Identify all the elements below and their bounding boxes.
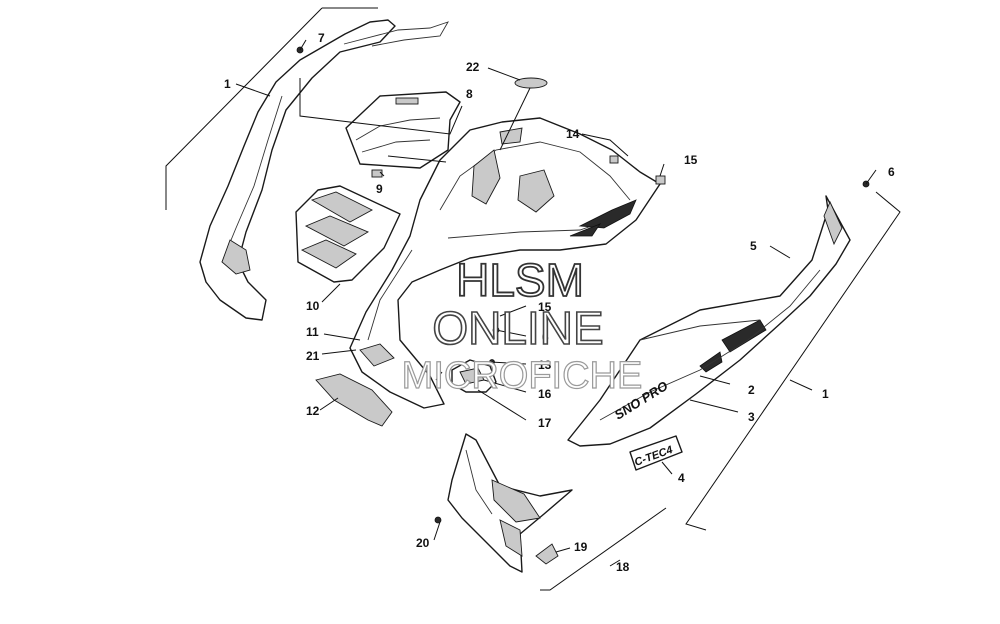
callout-21: 21 <box>306 349 320 363</box>
callout-13: 13 <box>538 358 552 372</box>
callout-12: 12 <box>306 404 320 418</box>
nose-cowl <box>349 117 661 409</box>
watermark: HLSM ONLINE MICROFICHE <box>401 253 643 398</box>
callout-9: 9 <box>376 182 383 196</box>
right-side-panel: SNO PRO <box>567 195 851 447</box>
callout-6-center: 6 <box>542 330 549 344</box>
mesh-screen-part-12 <box>315 373 393 427</box>
vent-panel <box>345 91 461 169</box>
callout-19: 19 <box>574 540 588 554</box>
bracket-part-10 <box>295 185 401 283</box>
callout-14: 14 <box>566 127 580 141</box>
callout-16: 16 <box>538 387 552 401</box>
callout-10: 10 <box>306 299 320 313</box>
callout-1-right: 1 <box>822 387 829 401</box>
callout-15-center: 15 <box>538 300 552 314</box>
lower-pan <box>447 433 573 573</box>
callout-8: 8 <box>466 87 473 101</box>
callout-20: 20 <box>416 536 430 550</box>
callout-3: 3 <box>748 410 755 424</box>
callout-18: 18 <box>616 560 630 574</box>
watermark-line-1: HLSM <box>456 254 584 306</box>
ctec-decal: C-TEC4 <box>629 435 683 471</box>
watermark-line-2: ONLINE <box>432 302 603 354</box>
callout-4: 4 <box>678 471 685 485</box>
clip-part-19 <box>535 543 559 565</box>
callout-6-right: 6 <box>888 165 895 179</box>
callout-7: 7 <box>318 31 325 45</box>
callout-15-right: 15 <box>684 153 698 167</box>
left-side-panel <box>199 19 449 321</box>
callout-1-left: 1 <box>224 77 231 91</box>
callout-17: 17 <box>538 416 552 430</box>
callout-2: 2 <box>748 383 755 397</box>
emblem-part-22 <box>514 77 548 89</box>
watermark-line-3: MICROFICHE <box>402 355 643 397</box>
callout-5: 5 <box>750 239 757 253</box>
fasteners <box>296 46 870 524</box>
bracket-cluster <box>451 359 497 393</box>
leader-lines <box>165 7 901 591</box>
clip-part-9 <box>371 169 383 178</box>
callout-labels: 1 7 8 22 9 10 11 21 12 14 15 16 13 15 6 … <box>224 31 895 574</box>
callout-22: 22 <box>466 60 480 74</box>
callout-11: 11 <box>306 325 319 339</box>
